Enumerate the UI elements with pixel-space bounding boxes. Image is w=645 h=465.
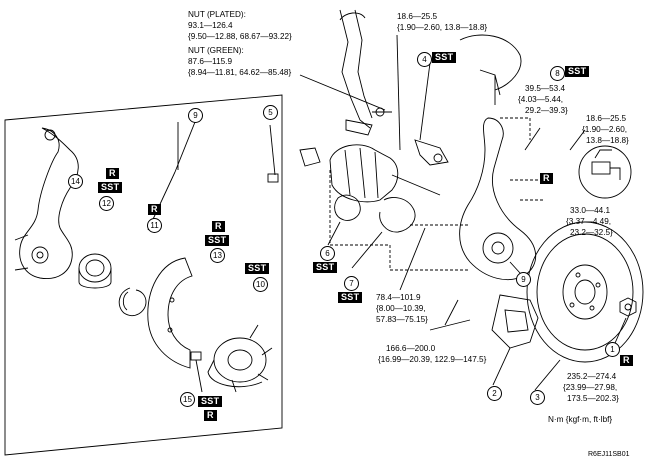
- torque-t1-value: 18.6—25.5: [397, 12, 438, 21]
- r-badge-12: R: [106, 168, 119, 179]
- part-number-3: 3: [530, 390, 545, 405]
- torque-t2-l3: 29.2—39.3}: [525, 106, 568, 115]
- part-number-13: 13: [210, 248, 225, 263]
- part-number-10: 10: [253, 277, 268, 292]
- r-badge-11: R: [148, 204, 161, 215]
- nut-plated-title: NUT (PLATED):: [188, 10, 246, 19]
- torque-t6-l1: 166.6—200.0: [386, 344, 436, 353]
- units-note: N·m {kgf·m, ft·lbf}: [548, 415, 613, 424]
- torque-t3-l1: 18.6—25.5: [586, 114, 627, 123]
- nut-green-units: {8.94—11.81, 64.62—85.48}: [188, 68, 292, 77]
- nut-plated-units: {9.50—12.88, 68.67—93.22}: [188, 32, 292, 41]
- torque-t7-l2: {23.99—27.98,: [563, 383, 618, 392]
- snap-ring: [118, 287, 147, 317]
- torque-t2-l1: 39.5—53.4: [525, 84, 566, 93]
- wheel-hub: [213, 337, 267, 383]
- brake-caliper: [491, 294, 539, 349]
- brake-disc: [526, 221, 644, 363]
- part-number-15: 15: [180, 392, 195, 407]
- part-number-4: 4: [417, 52, 432, 67]
- nut-green-title: NUT (GREEN):: [188, 46, 244, 55]
- knuckle-inset: [19, 127, 79, 280]
- torque-t4-l1: 33.0—44.1: [570, 206, 611, 215]
- part-number-14: 14: [68, 174, 83, 189]
- r-badge-15: R: [204, 410, 217, 421]
- part-number-1: 1: [605, 342, 620, 357]
- part-number-6: 6: [320, 246, 335, 261]
- torque-t3-l3: 13.8—18.8}: [586, 136, 629, 145]
- sst-badge-13: SST: [205, 235, 230, 246]
- r-badge-13: R: [212, 221, 225, 232]
- sst-badge-12: SST: [98, 182, 123, 193]
- torque-t4-l2: {3.37—4.49,: [566, 217, 612, 226]
- part-number-12: 12: [99, 196, 114, 211]
- part-number-8: 8: [550, 66, 565, 81]
- figure-code: R6EJ11SB01: [588, 451, 630, 458]
- part-number-9: 9: [516, 272, 531, 287]
- part-number-11: 11: [147, 218, 162, 233]
- drive-shaft: [299, 147, 321, 167]
- inset-frame: [4, 94, 283, 456]
- torque-t1-units: {1.90—2.60, 13.8—18.8}: [397, 23, 488, 32]
- dust-shield: [147, 257, 193, 369]
- torque-t5-l2: {8.00—10.39,: [376, 304, 426, 313]
- steering-knuckle: [459, 117, 537, 281]
- sst-badge-6: SST: [313, 262, 338, 273]
- torque-t5-l1: 78.4—101.9: [376, 293, 421, 302]
- part-number-5: 5: [263, 105, 278, 120]
- torque-t4-l3: 23.2—32.5}: [570, 228, 613, 237]
- sst-badge-8: SST: [565, 66, 590, 77]
- sst-badge-7: SST: [338, 292, 363, 303]
- r-badge-1: R: [620, 355, 633, 366]
- r-badge-nut: R: [540, 173, 553, 184]
- part-number-9-inset: 9: [188, 108, 203, 123]
- strut: [339, 9, 373, 129]
- torque-t6-l2: {16.99—20.39, 122.9—147.5}: [378, 355, 487, 364]
- bearing: [78, 253, 112, 283]
- sst-badge-15: SST: [198, 396, 223, 407]
- torque-t5-l3: 57.83—75.15}: [376, 315, 428, 324]
- nut-green-value: 87.6—115.9: [188, 57, 233, 66]
- part-number-2: 2: [487, 386, 502, 401]
- sst-badge-4: SST: [432, 52, 457, 63]
- torque-t2-l2: {4.03—5.44,: [518, 95, 564, 104]
- part-number-7: 7: [344, 276, 359, 291]
- torque-t7-l1: 235.2—274.4: [567, 372, 617, 381]
- nut-plated-value: 93.1—126.4: [188, 21, 233, 30]
- torque-t7-l3: 173.5—202.3}: [567, 394, 619, 403]
- torque-t3-l2: {1.90—2.60,: [582, 125, 628, 134]
- sst-badge-10: SST: [245, 263, 270, 274]
